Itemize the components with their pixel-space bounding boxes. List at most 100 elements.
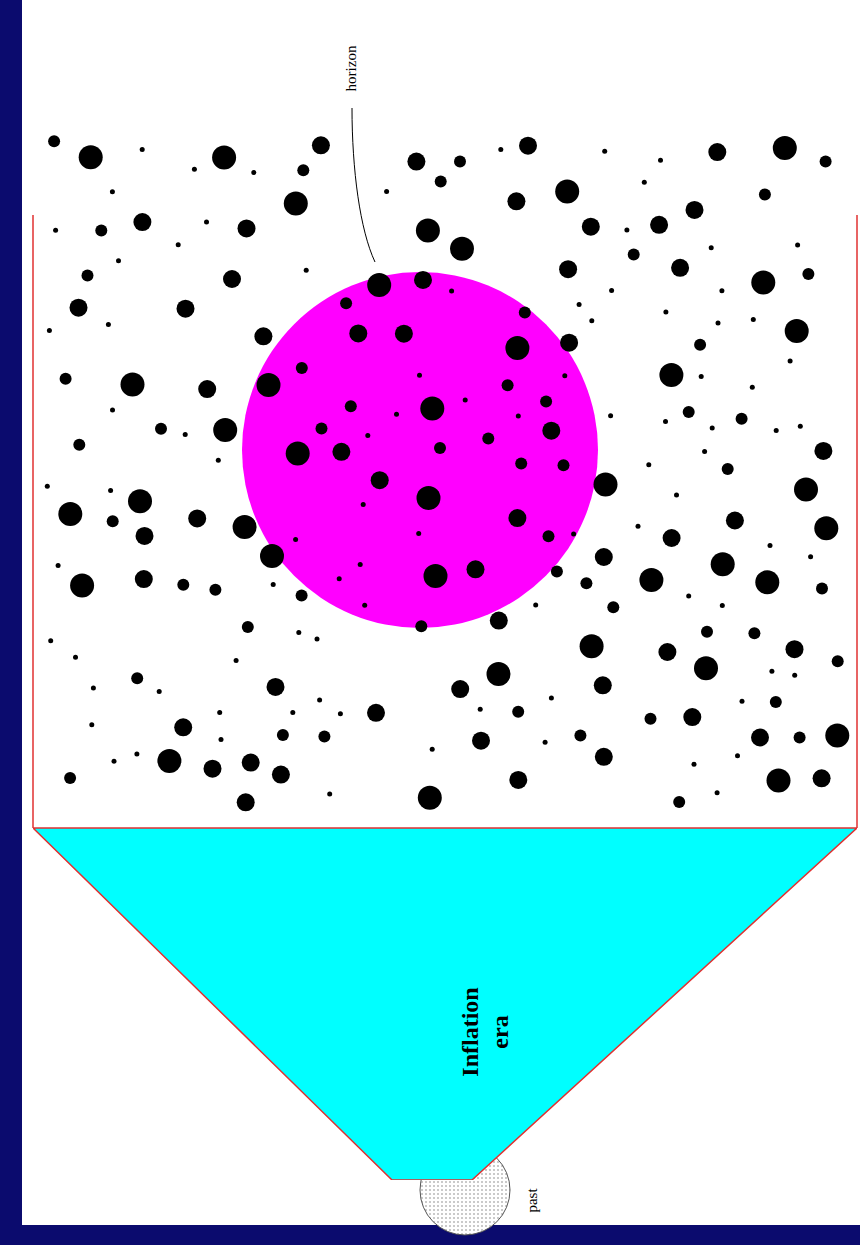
galaxy-dot: [47, 328, 52, 333]
galaxy-dot: [832, 655, 844, 667]
galaxy-dot: [70, 574, 94, 598]
galaxy-dot: [296, 362, 308, 374]
galaxy-dot: [58, 502, 82, 526]
leader-line: [352, 108, 375, 262]
galaxy-dot: [110, 408, 115, 413]
galaxy-dot: [694, 339, 706, 351]
galaxy-dot: [659, 363, 683, 387]
galaxy-dot: [549, 696, 554, 701]
galaxy-dot: [176, 242, 181, 247]
galaxy-dot: [650, 216, 668, 234]
galaxy-dot: [516, 414, 521, 419]
galaxy-dot: [420, 396, 444, 420]
galaxy-dot: [609, 288, 614, 293]
galaxy-dot: [694, 656, 718, 680]
galaxy-dot: [814, 442, 832, 460]
galaxy-dot: [636, 524, 641, 529]
galaxy-dot: [73, 439, 85, 451]
galaxy-dot: [91, 686, 96, 691]
galaxy-dot: [358, 562, 363, 567]
galaxy-dot: [394, 412, 399, 417]
galaxy-dot: [595, 548, 613, 566]
galaxy-dot: [798, 424, 803, 429]
galaxy-dot: [48, 638, 53, 643]
galaxy-dot: [767, 769, 791, 793]
galaxy-dot: [183, 432, 188, 437]
galaxy-dot: [293, 537, 298, 542]
galaxy-dot: [157, 749, 181, 773]
galaxy-dot: [384, 189, 389, 194]
galaxy-dot: [519, 137, 537, 155]
galaxy-dot: [135, 570, 153, 588]
galaxy-dot: [560, 334, 578, 352]
galaxy-dot: [755, 570, 779, 594]
galaxy-dot: [257, 373, 281, 397]
galaxy-dot: [642, 180, 647, 185]
galaxy-dot: [174, 718, 192, 736]
galaxy-dot: [478, 707, 483, 712]
galaxy-dot: [715, 790, 720, 795]
galaxy-dot: [338, 711, 343, 716]
galaxy-dot: [639, 568, 663, 592]
galaxy-dot: [260, 544, 284, 568]
galaxy-dot: [112, 759, 117, 764]
galaxy-dot: [340, 297, 352, 309]
galaxy-dot: [808, 554, 813, 559]
galaxy-dot: [128, 489, 152, 513]
galaxy-dot: [365, 433, 370, 438]
galaxy-dot: [658, 643, 676, 661]
cone-fill: [33, 828, 857, 1180]
galaxy-dot: [589, 318, 594, 323]
galaxy-dot: [116, 258, 121, 263]
galaxy-dot: [820, 155, 832, 167]
galaxy-dot: [770, 696, 782, 708]
galaxy-dot: [318, 731, 330, 743]
galaxy-dot: [367, 704, 385, 722]
galaxy-dot: [673, 796, 685, 808]
galaxy-dot: [212, 146, 236, 170]
galaxy-dot: [512, 706, 524, 718]
galaxy-dot: [272, 766, 290, 784]
galaxy-dot: [345, 400, 357, 412]
galaxy-dot: [463, 397, 468, 402]
galaxy-dot: [769, 669, 774, 674]
galaxy-dot: [450, 237, 474, 261]
galaxy-dot: [204, 760, 222, 778]
galaxy-dot: [192, 167, 197, 172]
galaxy-dot: [487, 662, 511, 686]
galaxy-dot: [735, 753, 740, 758]
galaxy-dot: [658, 158, 663, 163]
galaxy-dot: [788, 358, 793, 363]
galaxy-dot: [106, 322, 111, 327]
galaxy-dot: [327, 792, 332, 797]
galaxy-dot: [198, 380, 216, 398]
galaxy-dot: [449, 288, 454, 293]
galaxy-dot: [414, 271, 432, 289]
galaxy-dot: [750, 385, 755, 390]
galaxy-dot: [716, 320, 721, 325]
galaxy-dot: [751, 271, 775, 295]
galaxy-dot: [686, 201, 704, 219]
galaxy-dot: [751, 729, 769, 747]
galaxy-dot: [562, 373, 567, 378]
galaxy-dot: [582, 218, 600, 236]
galaxy-dot: [430, 747, 435, 752]
galaxy-dot: [686, 593, 691, 598]
galaxy-dot: [580, 577, 592, 589]
horizon-circle: [242, 272, 598, 628]
galaxy-dot: [740, 699, 745, 704]
galaxy-dot: [416, 218, 440, 242]
galaxy-dot: [543, 530, 555, 542]
galaxy-dot: [719, 288, 724, 293]
galaxy-dot: [64, 772, 76, 784]
galaxy-dot: [361, 502, 366, 507]
galaxy-dot: [802, 268, 814, 280]
galaxy-dot: [768, 543, 773, 548]
galaxy-dot: [708, 143, 726, 161]
galaxy-dot: [242, 754, 260, 772]
galaxy-dot: [315, 637, 320, 642]
galaxy-dot: [435, 176, 447, 188]
galaxy-dot: [602, 149, 607, 154]
galaxy-dot: [316, 423, 328, 435]
galaxy-dot: [825, 724, 849, 748]
